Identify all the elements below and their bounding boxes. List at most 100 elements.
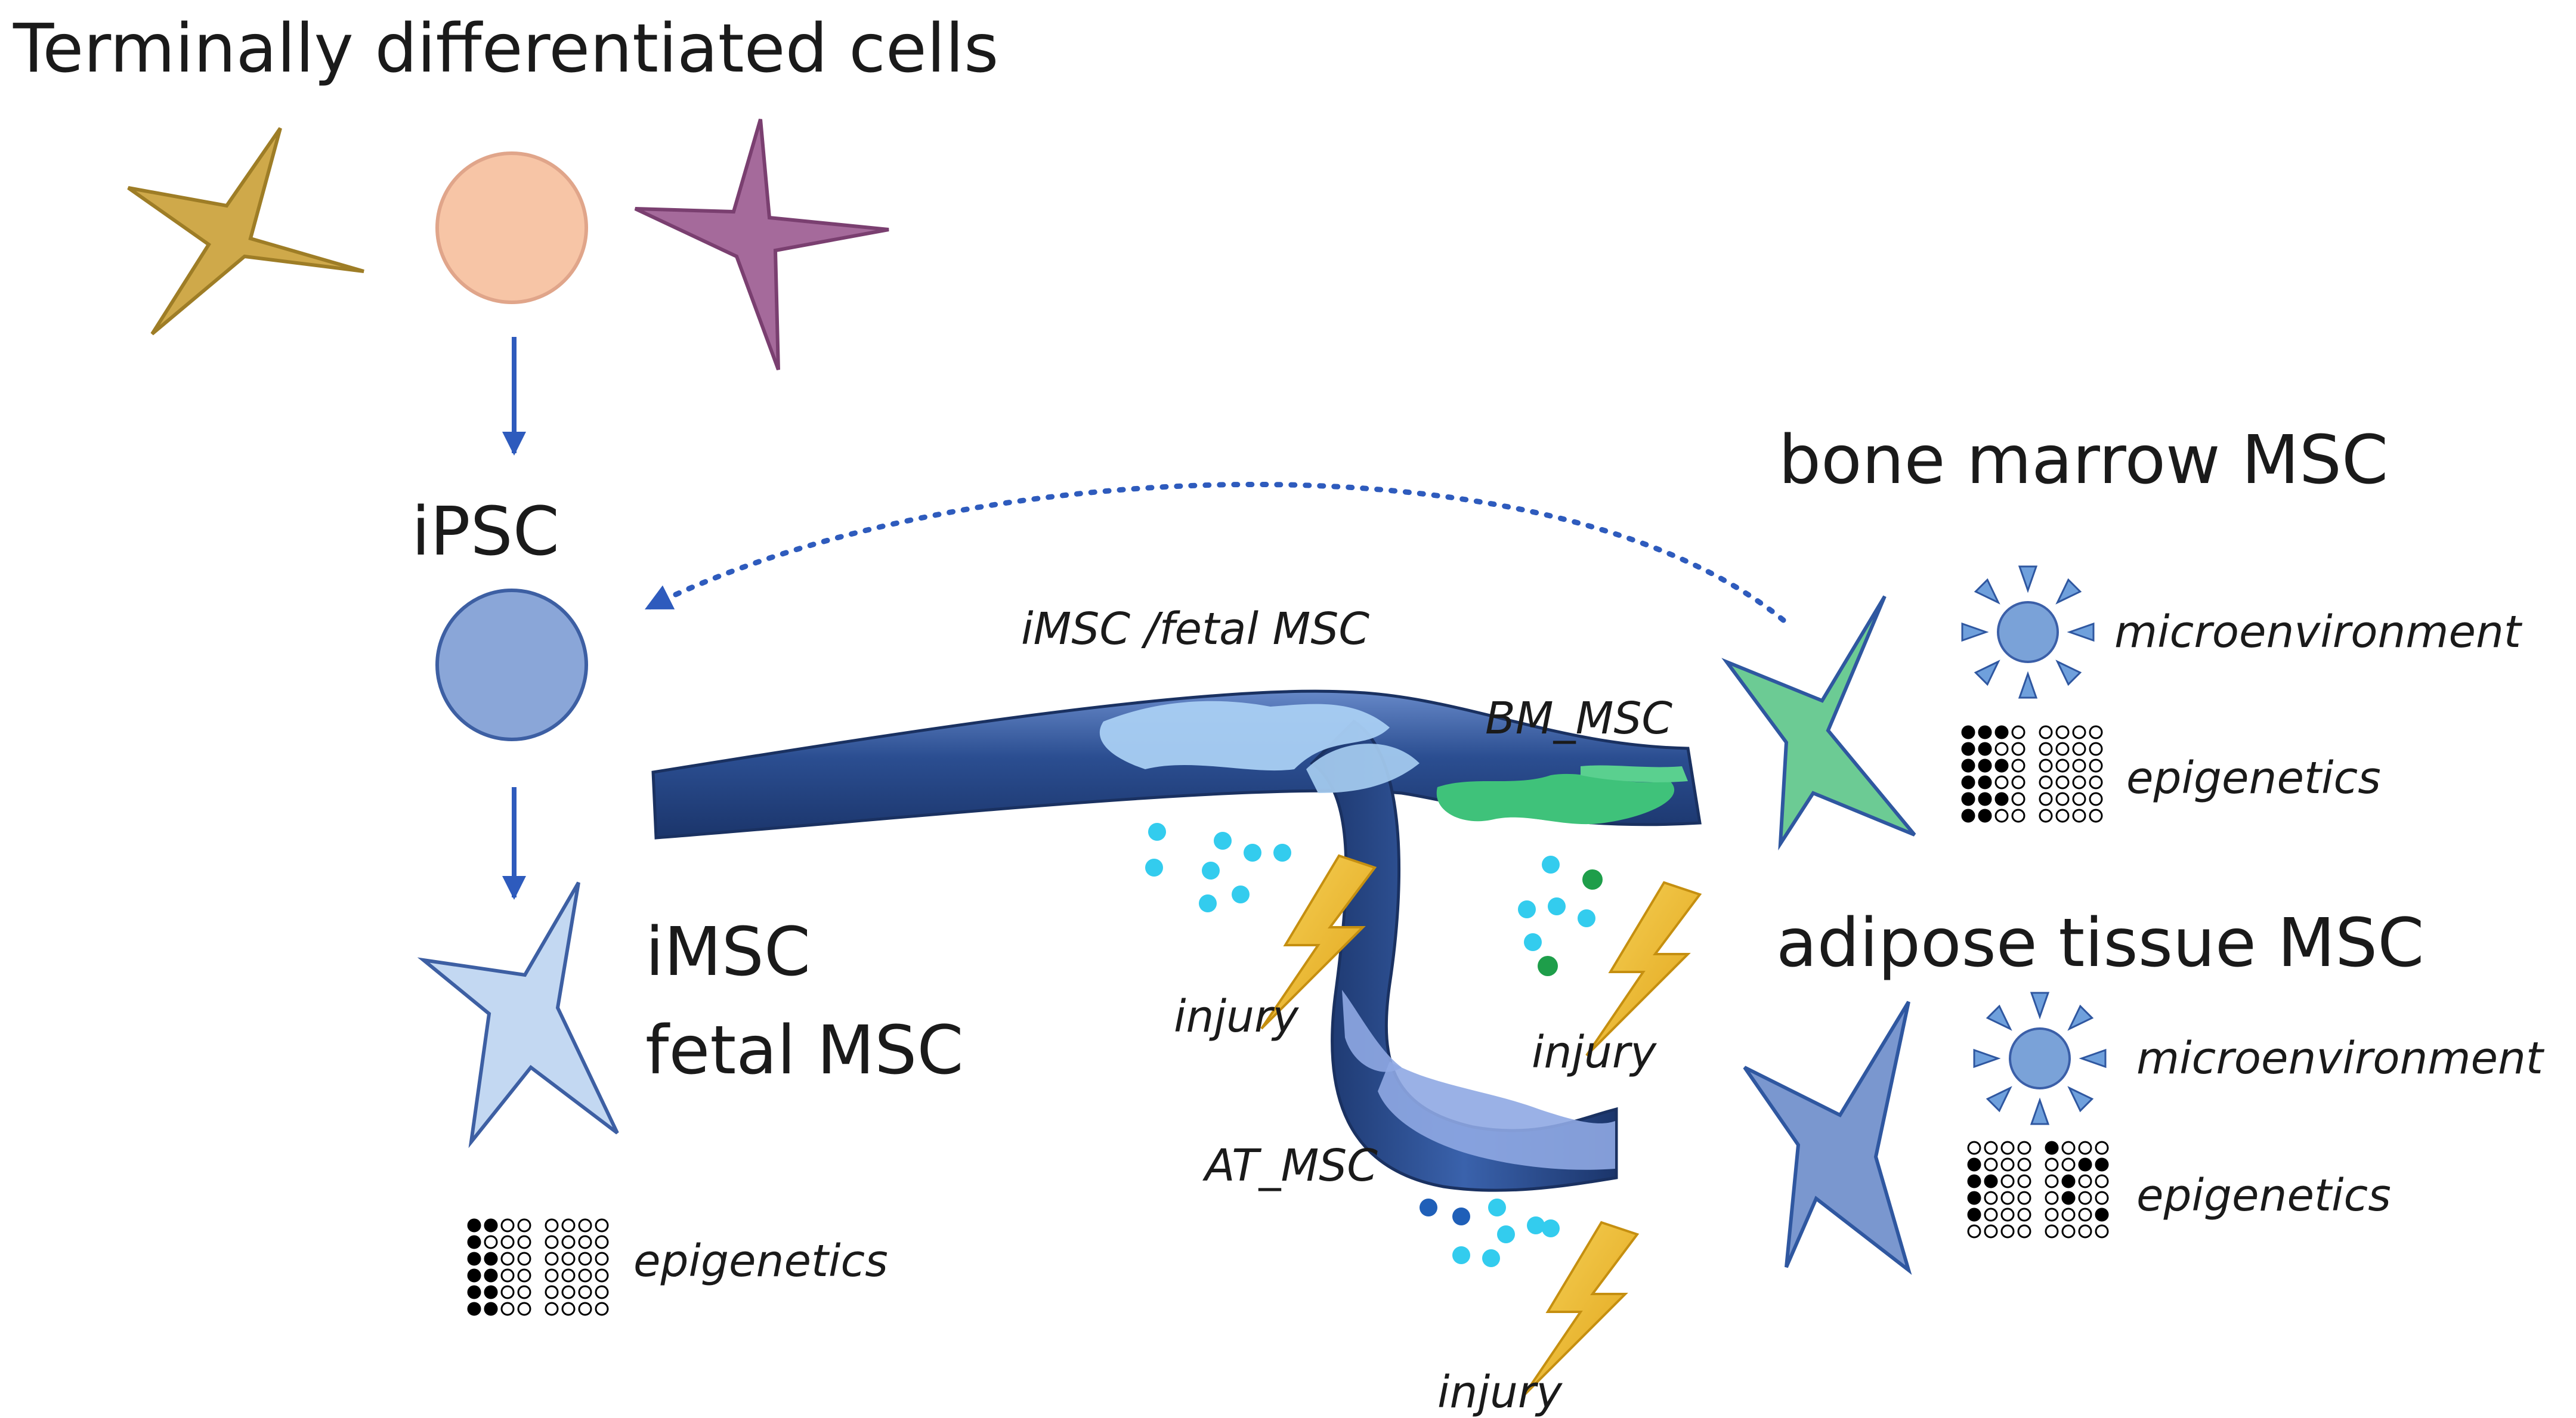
imsc-label: iMSC [645, 914, 811, 991]
methylation-dot [2055, 725, 2070, 739]
gold-star-cell-icon [127, 127, 364, 336]
terminal-cells-title: Terminally differentiated cells [13, 10, 998, 88]
bm-microenvironment-label: microenvironment [2114, 606, 2523, 658]
methylation-dot [2055, 742, 2070, 756]
methylation-dot [1994, 725, 2009, 739]
methylation-dot [2017, 1224, 2031, 1239]
methylation-dot [2011, 758, 2025, 773]
methylation-dot [1984, 1208, 1998, 1222]
methylation-dot [2089, 742, 2103, 756]
methylation-dot [1961, 809, 1975, 823]
methylation-dot [545, 1285, 559, 1299]
at-epigenetics-label: epigenetics [2136, 1170, 2391, 1221]
methylation-dot [2045, 1191, 2059, 1205]
ipsc-cell-icon [435, 589, 588, 741]
methylation-dot [1978, 742, 1992, 756]
methylation-dot [2011, 809, 2025, 823]
methylation-dot [2089, 725, 2103, 739]
methylation-dot [2095, 1174, 2109, 1188]
methylation-dot [484, 1268, 498, 1283]
methylation-dot [500, 1285, 515, 1299]
methylation-dot [2000, 1191, 2015, 1205]
methylation-dot [2078, 1141, 2092, 1155]
methylation-dot [2072, 775, 2086, 790]
methylation-dot [1984, 1157, 1998, 1172]
methylation-dot [2078, 1174, 2092, 1188]
methylation-dot [2061, 1224, 2076, 1239]
bm-epigenetics-label: epigenetics [2126, 753, 2381, 804]
methylation-dot [484, 1235, 498, 1249]
methylation-dot [484, 1285, 498, 1299]
methylation-dot [484, 1302, 498, 1316]
methylation-dot [561, 1285, 576, 1299]
methylation-dot [517, 1302, 531, 1316]
methylation-dot [578, 1285, 592, 1299]
methylation-dot [2045, 1174, 2059, 1188]
methylation-dot [578, 1252, 592, 1266]
methylation-dot [467, 1302, 481, 1316]
dotted-arrow-to-ipsc [644, 482, 1786, 623]
methylation-dot [561, 1252, 576, 1266]
at-sun-icon [1973, 992, 2107, 1125]
methylation-dot [2011, 742, 2025, 756]
methylation-dot [2017, 1174, 2031, 1188]
methylation-dot [2039, 742, 2053, 756]
methylation-dot [2061, 1157, 2076, 1172]
bm-dot-matrix-icon [1961, 725, 2103, 823]
methylation-dot [2078, 1157, 2092, 1172]
methylation-dot [2011, 725, 2025, 739]
methylation-dot [2078, 1191, 2092, 1205]
methylation-dot [1961, 775, 1975, 790]
imsc-fetal-msc-vessel-label: iMSC /fetal MSC [1021, 603, 1369, 655]
methylation-dot [2000, 1208, 2015, 1222]
methylation-dot [467, 1268, 481, 1283]
methylation-dot [1984, 1191, 1998, 1205]
methylation-dot [1978, 725, 1992, 739]
methylation-dot [1994, 742, 2009, 756]
methylation-dot [2045, 1208, 2059, 1222]
methylation-dot [1994, 775, 2009, 790]
injury-particles-2 [1518, 856, 1603, 976]
bm-sun-icon [1961, 565, 2095, 699]
at-microenvironment-label: microenvironment [2136, 1033, 2545, 1084]
methylation-dot [2055, 809, 2070, 823]
methylation-dot [2055, 792, 2070, 806]
methylation-dot [595, 1285, 609, 1299]
methylation-dot [1978, 809, 1992, 823]
methylation-dot [1984, 1224, 1998, 1239]
at-msc-vessel-label: AT_MSC [1202, 1140, 1378, 1191]
methylation-dot [545, 1218, 559, 1233]
methylation-dot [2000, 1141, 2015, 1155]
methylation-dot [2072, 758, 2086, 773]
methylation-dot [2017, 1208, 2031, 1222]
methylation-dot [517, 1285, 531, 1299]
methylation-dot [500, 1252, 515, 1266]
blood-vessel-icon [651, 689, 1702, 1192]
methylation-dot [561, 1302, 576, 1316]
methylation-dot [1961, 792, 1975, 806]
imsc-epigenetics-label: epigenetics [633, 1236, 888, 1287]
methylation-dot [500, 1235, 515, 1249]
methylation-dot [2095, 1208, 2109, 1222]
methylation-dot [2045, 1157, 2059, 1172]
methylation-dot [1994, 792, 2009, 806]
imsc-dot-matrix-icon [467, 1218, 609, 1316]
methylation-dot [1984, 1141, 1998, 1155]
methylation-dot [1961, 742, 1975, 756]
methylation-dot [595, 1218, 609, 1233]
methylation-dot [595, 1252, 609, 1266]
methylation-dot [467, 1252, 481, 1266]
methylation-dot [561, 1268, 576, 1283]
methylation-dot [2072, 809, 2086, 823]
methylation-dot [1961, 758, 1975, 773]
injury-particles-1 [1145, 823, 1291, 912]
methylation-dot [1984, 1174, 1998, 1188]
methylation-dot [578, 1218, 592, 1233]
methylation-dot [2061, 1208, 2076, 1222]
methylation-dot [545, 1302, 559, 1316]
methylation-dot [595, 1302, 609, 1316]
methylation-dot [2095, 1224, 2109, 1239]
methylation-dot [2095, 1141, 2109, 1155]
methylation-dot [1967, 1157, 1981, 1172]
